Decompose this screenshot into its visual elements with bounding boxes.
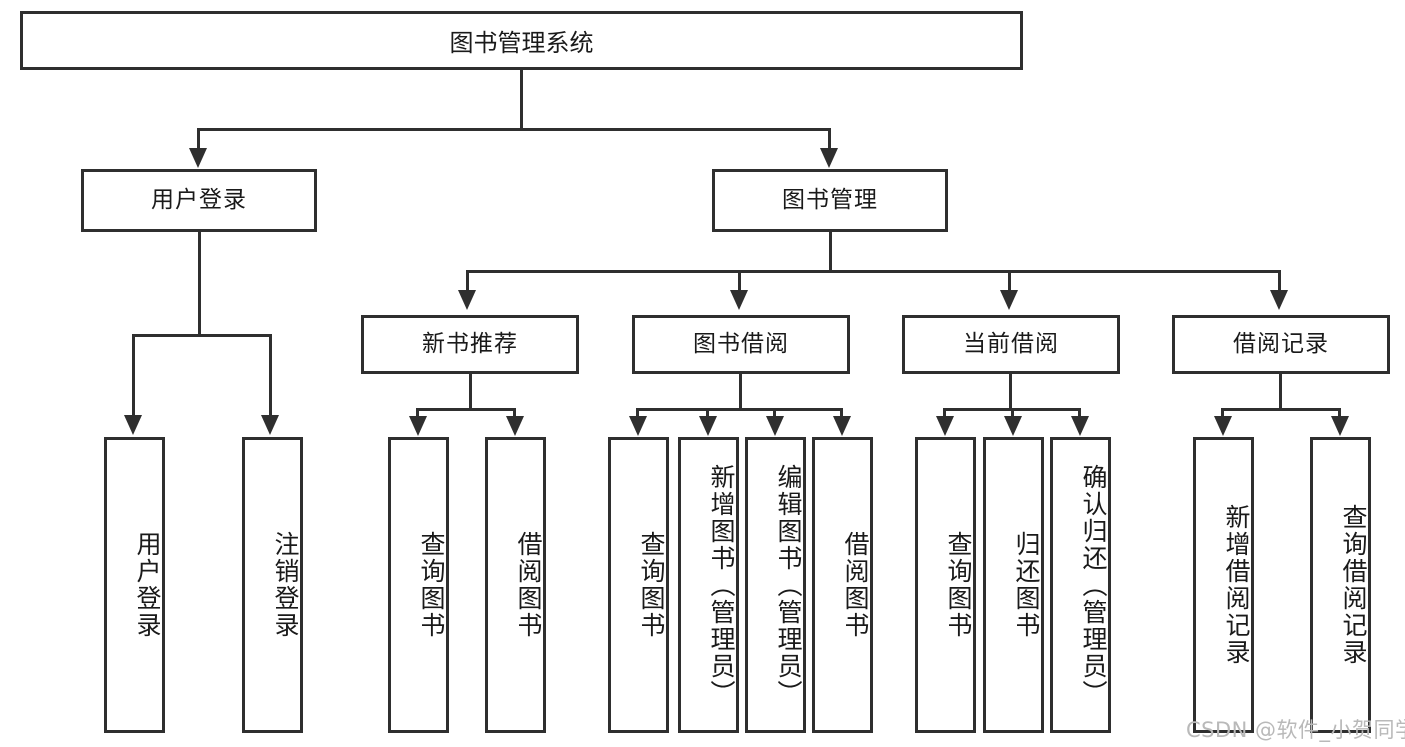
- node-label: 图书管理: [782, 186, 878, 213]
- connector-br-leaf-1: [1221, 408, 1224, 418]
- arrowhead-root-to-book-management: [820, 148, 838, 168]
- connector-nbr-stem: [469, 374, 472, 410]
- node-label: 借阅图书: [514, 531, 543, 639]
- leaf-add-book[interactable]: 新增图书（管理员）: [678, 437, 739, 733]
- connector-nbr-leaf-1: [416, 408, 419, 418]
- arrowhead-root-to-user-login: [189, 148, 207, 168]
- node-user-login[interactable]: 用户登录: [81, 169, 317, 232]
- connector-bb-bus: [636, 408, 841, 411]
- node-label: 当前借阅: [963, 330, 1059, 357]
- arrowhead-nbr-leaf-1: [409, 416, 427, 436]
- arrowhead-cb-leaf-1: [936, 416, 954, 436]
- arrowhead-cb-leaf-2: [1004, 416, 1022, 436]
- connector-bm-to-borrow-record: [1278, 270, 1281, 292]
- node-borrow-record[interactable]: 借阅记录: [1172, 315, 1390, 374]
- leaf-confirm-return[interactable]: 确认归还（管理员）: [1050, 437, 1111, 733]
- connector-root-to-book-management: [828, 128, 831, 150]
- node-label: 归还图书: [1012, 531, 1041, 639]
- connector-bb-leaf-4: [840, 408, 843, 418]
- arrowhead-cb-leaf-3: [1071, 416, 1089, 436]
- connector-user-login-to-leaf-2: [269, 334, 272, 417]
- connector-nbr-bus: [416, 408, 516, 411]
- connector-cb-leaf-1: [943, 408, 946, 418]
- connector-cb-leaf-3: [1078, 408, 1081, 418]
- node-label: 图书借阅: [693, 330, 789, 357]
- leaf-query-book-3[interactable]: 查询图书: [915, 437, 976, 733]
- connector-bb-leaf-3: [773, 408, 776, 418]
- connector-user-login-stem: [198, 232, 201, 336]
- leaf-user-logout[interactable]: 注销登录: [242, 437, 303, 733]
- node-label: 查询借阅记录: [1339, 504, 1368, 666]
- node-current-borrow[interactable]: 当前借阅: [902, 315, 1120, 374]
- arrowhead-br-leaf-2: [1331, 416, 1349, 436]
- node-label: 确认归还（管理员）: [1079, 463, 1108, 707]
- arrowhead-nbr-leaf-2: [506, 416, 524, 436]
- leaf-borrow-book-2[interactable]: 借阅图书: [812, 437, 873, 733]
- arrowhead-br-leaf-1: [1214, 416, 1232, 436]
- connector-root-stem: [520, 70, 523, 130]
- connector-bm-to-book-borrow: [738, 270, 741, 292]
- arrowhead-bb-leaf-1: [629, 416, 647, 436]
- leaf-return-book[interactable]: 归还图书: [983, 437, 1044, 733]
- connector-br-stem: [1279, 374, 1282, 410]
- connector-bb-stem: [739, 374, 742, 410]
- arrowhead-bb-leaf-3: [766, 416, 784, 436]
- leaf-edit-book[interactable]: 编辑图书（管理员）: [745, 437, 806, 733]
- leaf-query-book-1[interactable]: 查询图书: [388, 437, 449, 733]
- node-label: 图书管理系统: [449, 29, 594, 57]
- node-book-management[interactable]: 图书管理: [712, 169, 948, 232]
- connector-user-login-bus: [132, 334, 272, 337]
- node-label: 用户登录: [133, 531, 162, 639]
- watermark-csdn: CSDN @软件_小贺同学: [1186, 714, 1405, 744]
- connector-root-bus: [197, 128, 831, 131]
- arrowhead-user-login-leaf-1: [124, 415, 142, 435]
- connector-bb-leaf-1: [636, 408, 639, 418]
- connector-bm-to-current-borrow: [1008, 270, 1011, 292]
- node-new-book-recommend[interactable]: 新书推荐: [361, 315, 579, 374]
- leaf-query-record[interactable]: 查询借阅记录: [1310, 437, 1371, 733]
- node-label: 新增图书（管理员）: [707, 463, 736, 707]
- connector-br-bus: [1221, 408, 1340, 411]
- node-label: 新增借阅记录: [1222, 504, 1251, 666]
- node-label: 编辑图书（管理员）: [774, 463, 803, 707]
- arrowhead-bm-new-book-recommend: [458, 290, 476, 310]
- node-label: 借阅记录: [1233, 330, 1329, 357]
- node-label: 新书推荐: [422, 330, 518, 357]
- arrowhead-bb-leaf-2: [699, 416, 717, 436]
- watermark-text: CSDN @软件_小贺同学: [1186, 718, 1405, 742]
- connector-book-management-bus: [466, 270, 1281, 273]
- connector-cb-leaf-2: [1011, 408, 1014, 418]
- connector-root-to-user-login: [197, 128, 200, 150]
- connector-bb-leaf-2: [706, 408, 709, 418]
- connector-book-management-stem: [829, 232, 832, 272]
- connector-bm-to-new-book-recommend: [466, 270, 469, 292]
- node-label: 借阅图书: [841, 531, 870, 639]
- leaf-query-book-2[interactable]: 查询图书: [608, 437, 669, 733]
- leaf-user-login[interactable]: 用户登录: [104, 437, 165, 733]
- connector-br-leaf-2: [1338, 408, 1341, 418]
- node-root-book-management-system[interactable]: 图书管理系统: [20, 11, 1023, 70]
- arrowhead-bb-leaf-4: [833, 416, 851, 436]
- node-label: 注销登录: [271, 531, 300, 639]
- connector-nbr-leaf-2: [513, 408, 516, 418]
- node-label: 查询图书: [637, 531, 666, 639]
- leaf-add-record[interactable]: 新增借阅记录: [1193, 437, 1254, 733]
- node-label: 查询图书: [944, 531, 973, 639]
- arrowhead-user-login-leaf-2: [261, 415, 279, 435]
- node-label: 用户登录: [151, 186, 247, 213]
- arrowhead-bm-current-borrow: [1000, 290, 1018, 310]
- arrowhead-bm-borrow-record: [1270, 290, 1288, 310]
- connector-user-login-to-leaf-1: [132, 334, 135, 417]
- leaf-borrow-book-1[interactable]: 借阅图书: [485, 437, 546, 733]
- connector-cb-stem: [1009, 374, 1012, 410]
- node-book-borrow[interactable]: 图书借阅: [632, 315, 850, 374]
- arrowhead-bm-book-borrow: [730, 290, 748, 310]
- node-label: 查询图书: [417, 531, 446, 639]
